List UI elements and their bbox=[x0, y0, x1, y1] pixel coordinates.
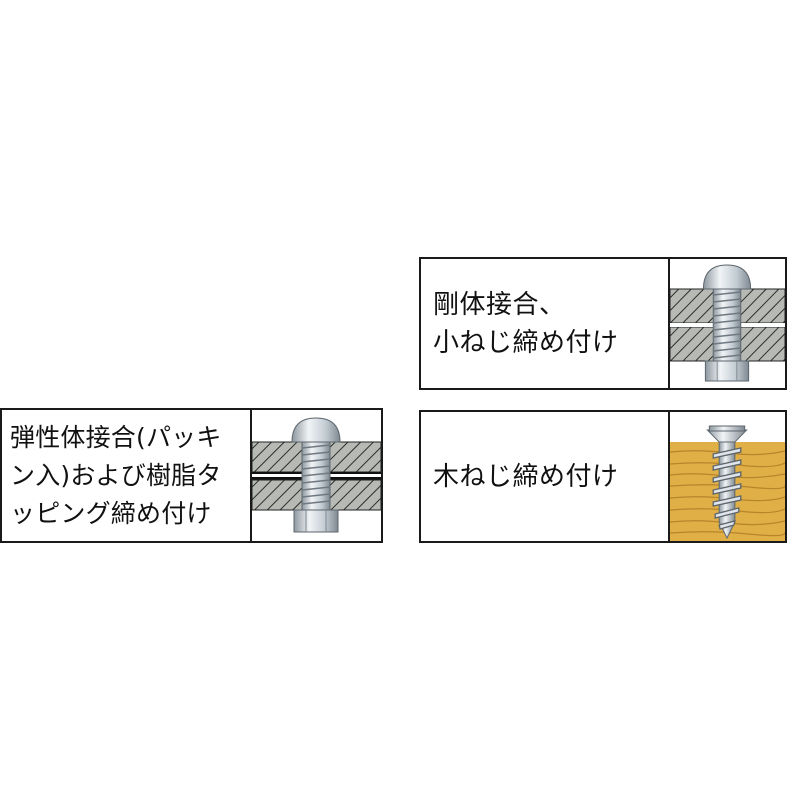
machine-screw-illustration bbox=[670, 259, 785, 388]
elastic-joint-label: 弾性体接合(パッキ ン入)および樹脂タ ッピング締め付け bbox=[2, 410, 252, 541]
gasket-screw-illustration bbox=[252, 410, 381, 541]
elastic-joint-label-line-2: ン入)および樹脂タ bbox=[10, 460, 222, 490]
wood-screw-label-line-1: 木ねじ締め付け bbox=[433, 461, 619, 492]
rigid-joint-label: 剛体接合、 小ねじ締め付け bbox=[421, 259, 670, 388]
machine-screw-icon bbox=[670, 259, 785, 388]
rigid-joint-panel: 剛体接合、 小ねじ締め付け bbox=[419, 257, 787, 390]
wood-screw-icon bbox=[670, 412, 785, 541]
wood-screw-label: 木ねじ締め付け bbox=[421, 412, 670, 541]
elastic-joint-label-line-1: 弾性体接合(パッキ bbox=[10, 422, 222, 452]
rigid-joint-label-line-1: 剛体接合、 bbox=[433, 289, 566, 320]
elastic-joint-panel: 弾性体接合(パッキ ン入)および樹脂タ ッピング締め付け bbox=[0, 408, 383, 543]
wood-screw-illustration bbox=[670, 412, 785, 541]
rigid-joint-label-line-2: 小ねじ締め付け bbox=[433, 327, 619, 358]
gasket-screw-icon bbox=[252, 410, 381, 541]
elastic-joint-label-line-3: ッピング締め付け bbox=[10, 498, 212, 528]
wood-screw-panel: 木ねじ締め付け bbox=[419, 410, 787, 543]
